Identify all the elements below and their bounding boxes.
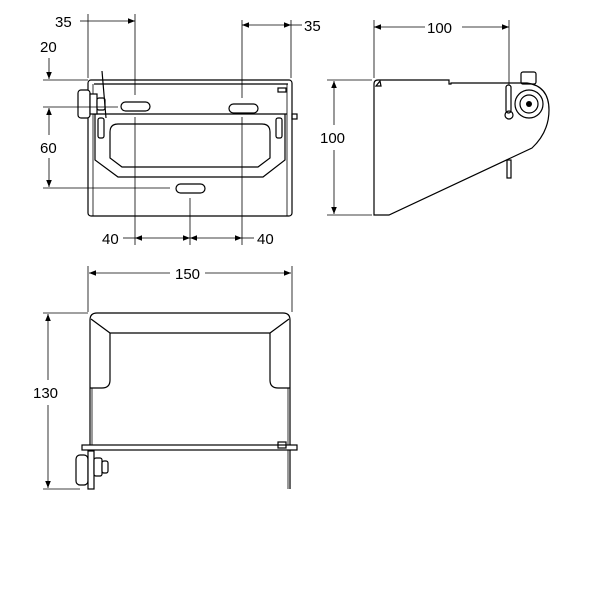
dim-label-right-offset: 35 — [304, 18, 321, 35]
dim-label-bottom-left: 40 — [102, 231, 119, 248]
mounting-slot-bottom — [175, 183, 206, 194]
lock-icon — [77, 70, 107, 119]
dim-label-bottom-right: 40 — [257, 231, 274, 248]
top-view: 150 130 — [33, 266, 298, 490]
dim-label-height: 100 — [320, 130, 345, 147]
dim-label-length: 130 — [33, 385, 58, 402]
dim-label-depth: 100 — [427, 20, 452, 37]
lock-cylinder-icon — [514, 89, 544, 119]
side-dimensions: 100 100 — [320, 20, 510, 216]
side-body-outline — [373, 79, 550, 216]
mounting-bar — [81, 444, 298, 451]
top-inner-flange — [90, 318, 290, 334]
mounting-slot-left — [120, 101, 151, 112]
dim-label-width: 150 — [175, 266, 200, 283]
dim-label-left-offset: 35 — [55, 14, 72, 31]
top-dimensions: 150 130 — [33, 266, 293, 490]
front-frame — [94, 114, 286, 178]
lock-icon — [75, 450, 109, 490]
front-dimensions: 35 35 20 60 40 40 — [40, 14, 321, 248]
mounting-slot-right — [228, 103, 259, 114]
front-view: 35 35 20 60 40 40 — [40, 14, 321, 248]
front-body-outline — [87, 79, 293, 217]
front-window — [109, 123, 271, 168]
side-view: 100 100 — [320, 20, 550, 216]
top-body-outline — [89, 312, 291, 489]
dim-label-top-offset: 20 — [40, 39, 57, 56]
dim-label-slot-vertical: 60 — [40, 140, 57, 157]
